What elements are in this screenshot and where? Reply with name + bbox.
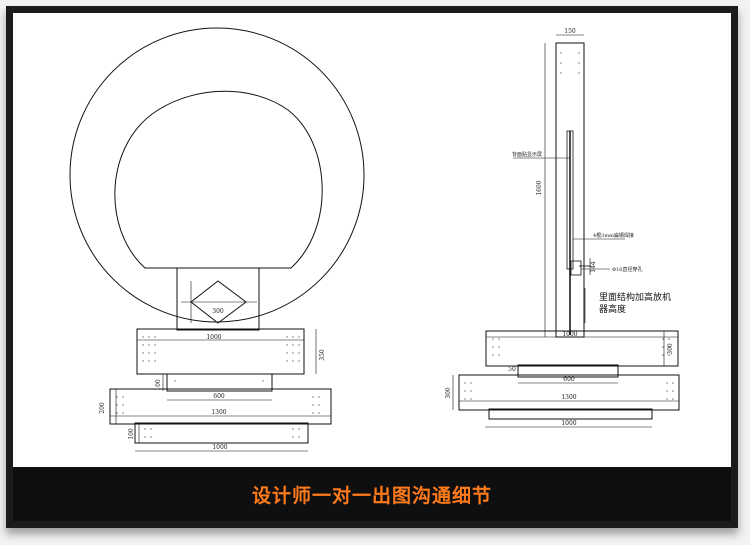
left-bottom-block	[134, 422, 309, 444]
caption-bar: 设计师一对一出图沟通细节	[13, 467, 731, 521]
dim-mid-offset: 50	[508, 366, 516, 373]
note-inner-structure-line1: 里面结构加高放机	[599, 291, 671, 303]
dim-bottom-width: 1000	[212, 444, 227, 451]
cad-drawing: 1000 350 300 100 600 200 1300 100 1000 1…	[13, 13, 731, 467]
dim-pole-width: 150	[564, 28, 576, 35]
dim-base-width: 1000	[562, 331, 577, 338]
dotted-texture-right	[464, 52, 674, 400]
outer-ring	[69, 27, 365, 323]
drawing-canvas: 1000 350 300 100 600 200 1300 100 1000 1…	[69, 27, 680, 452]
note-inner-structure-line2: 器高度	[599, 303, 626, 315]
dim-base-height: 300	[667, 343, 674, 355]
dim-low-height: 200	[99, 402, 106, 414]
right-wide-block	[458, 374, 680, 411]
dim-small: 144	[590, 261, 597, 273]
dim-pole-height: 1600	[536, 180, 543, 195]
right-bottom-block	[488, 408, 653, 420]
caption-text: 设计师一对一出图沟通细节	[251, 484, 492, 507]
left-wide-block	[109, 388, 332, 425]
note-hole: Φ16直径穿孔	[612, 266, 642, 273]
base-panel	[176, 267, 260, 331]
dim-mid-width-right: 600	[563, 376, 575, 383]
inner-opening	[114, 90, 323, 269]
dim-bottom-left: 100	[128, 428, 135, 440]
left-neck	[166, 373, 273, 392]
dim-top-height: 350	[319, 349, 326, 361]
dotted-texture-left	[116, 336, 320, 438]
dim-low-width-right: 1300	[561, 394, 576, 401]
dim-bottom-width-right: 1000	[561, 420, 576, 427]
note-steel: 4根3mm扁钢焊接	[593, 232, 634, 239]
right-neck	[517, 364, 619, 378]
dim-mid-left: 100	[155, 379, 162, 391]
right-top-block	[485, 330, 679, 367]
note-screen: 背面贴显示屏	[512, 151, 542, 158]
dim-top-width: 1000	[206, 334, 221, 341]
dim-panel-label: 300	[212, 308, 224, 315]
dim-low-width: 1300	[211, 409, 226, 416]
dim-mid-width: 600	[213, 393, 225, 400]
dim-low-height-right: 300	[445, 387, 452, 399]
